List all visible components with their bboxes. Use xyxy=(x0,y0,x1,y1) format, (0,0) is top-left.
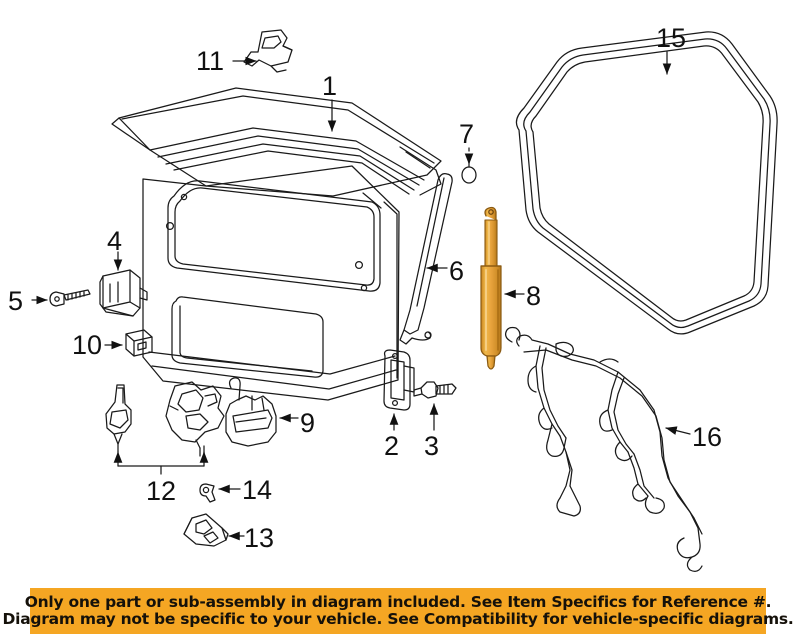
liftgate-garnish-trim-part xyxy=(399,173,453,345)
latch-assembly-part xyxy=(165,381,225,457)
grommet-clip-part xyxy=(199,483,216,503)
actuator-screw-part xyxy=(49,289,91,307)
striker-plate-part xyxy=(183,513,229,547)
callout-9-label: 9 xyxy=(300,408,315,438)
lock-cylinder-part xyxy=(105,384,132,453)
disclaimer-banner: Only one part or sub-assembly in diagram… xyxy=(3,588,794,634)
callout-10-label: 10 xyxy=(72,330,102,360)
callout-11-label: 11 xyxy=(196,46,224,76)
callout-7-label: 7 xyxy=(459,119,474,149)
retainer-clip-part xyxy=(125,329,153,357)
lock-actuator-part xyxy=(99,269,148,317)
hinge-bolt-part xyxy=(413,381,457,399)
disclaimer-line-2: Diagram may not be specific to your vehi… xyxy=(2,610,794,628)
callout-16-label: 16 xyxy=(692,422,722,452)
callout-12-label: 12 xyxy=(146,476,176,506)
callout-8-label: 8 xyxy=(526,281,541,311)
weatherstrip-seal-part xyxy=(515,31,778,335)
ball-stud-part xyxy=(461,161,477,184)
liftgate-hinge-part xyxy=(243,29,293,73)
callout-16-leader xyxy=(665,426,691,435)
callout-14-label: 14 xyxy=(242,475,272,505)
callout-3-label: 3 xyxy=(424,431,439,461)
callout-1-label: 1 xyxy=(322,71,337,101)
hinge-bracket-part xyxy=(383,349,415,411)
callout-13-label: 13 xyxy=(244,523,274,553)
callout-4-label: 4 xyxy=(107,226,122,256)
callout-2-label: 2 xyxy=(384,431,399,461)
callout-6-label: 6 xyxy=(449,256,464,286)
wiring-harness-part xyxy=(505,326,703,572)
disclaimer-line-1: Only one part or sub-assembly in diagram… xyxy=(24,592,772,611)
callout-5-label: 5 xyxy=(8,286,23,316)
lift-support-strut-part xyxy=(480,206,502,370)
callout-15-label: 15 xyxy=(656,23,686,53)
liftgate-panel-part xyxy=(111,87,442,401)
liftgate-handle-part xyxy=(225,377,277,447)
callout-12-bracket xyxy=(113,451,209,475)
